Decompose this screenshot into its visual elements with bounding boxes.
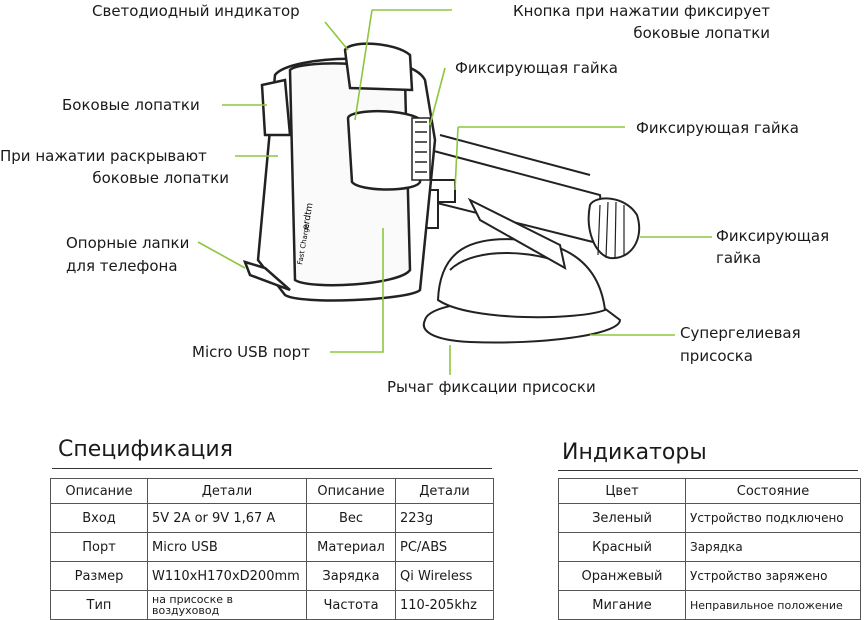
indicators-table: Цвет Состояние Зеленый Устройство подклю… — [558, 478, 861, 620]
spec-title-rule — [52, 468, 492, 469]
indicators-header-row: Цвет Состояние — [558, 478, 861, 504]
table-row: Зеленый Устройство подключено — [558, 503, 861, 533]
spec-header-desc-2: Описание — [306, 478, 396, 504]
spec-cell: на присоске в воздуховод — [147, 590, 307, 620]
label-feet-line2: для телефона — [66, 257, 178, 275]
spec-cell: Размер — [50, 561, 148, 591]
table-row: Красный Зарядка — [558, 532, 861, 562]
spec-cell: Qi Wireless — [395, 561, 494, 591]
spec-cell: Вес — [306, 503, 396, 533]
extension-arm — [423, 134, 607, 270]
car-holder-diagram: erdtm Fast Charge — [197, 9, 712, 375]
label-nut-ball-line2: гайка — [716, 249, 762, 267]
spec-cell: 5V 2A or 9V 1,67 A — [147, 503, 307, 533]
spec-cell: Зарядка — [306, 561, 396, 591]
indicators-header-color: Цвет — [558, 478, 686, 504]
label-suction-line2: присоска — [680, 347, 754, 365]
indicator-color: Оранжевый — [558, 561, 686, 591]
spec-cell: Тип — [50, 590, 148, 620]
phone-feet — [242, 260, 291, 292]
ball-nut — [587, 197, 641, 260]
table-row: Вход 5V 2A or 9V 1,67 A Вес 223g — [50, 503, 494, 533]
leader-lines — [197, 9, 712, 375]
top-nut — [411, 117, 431, 181]
spec-cell: Micro USB — [147, 532, 307, 562]
spec-cell: Материал — [306, 532, 396, 562]
indicator-state: Устройство подключено — [685, 503, 861, 533]
label-nut-ball-line1: Фиксирующая — [716, 227, 830, 245]
label-led-indicator: Светодиодный индикатор — [92, 2, 300, 20]
spec-cell: Порт — [50, 532, 148, 562]
label-press-line2: боковые лопатки — [92, 169, 229, 187]
spec-cell: 110-205khz — [395, 590, 494, 620]
spec-cell: 223g — [395, 503, 494, 533]
indicators-header-state: Состояние — [685, 478, 861, 504]
spec-cell: W110xH170xD200mm — [147, 561, 307, 591]
suction-base — [422, 238, 622, 344]
spec-cell: Вход — [50, 503, 148, 533]
spec-cell: Частота — [306, 590, 396, 620]
label-press-line1: При нажатии раскрывают — [0, 147, 207, 165]
table-row: Оранжевый Устройство заряжено — [558, 561, 861, 591]
label-suction-line1: Супергелиевая — [680, 324, 801, 342]
device-brand: erdtm — [301, 202, 316, 230]
label-button-line2: боковые лопатки — [633, 24, 770, 42]
label-nut-arm: Фиксирующая гайка — [636, 119, 799, 137]
indicator-state: Неправильное положение — [685, 590, 861, 620]
indicators-title: Индикаторы — [562, 440, 707, 465]
label-nut-top: Фиксирующая гайка — [455, 59, 618, 77]
spec-header-row: Описание Детали Описание Детали — [50, 478, 494, 504]
indicators-title-rule — [558, 470, 858, 471]
label-usb-port: Micro USB порт — [192, 343, 310, 361]
label-side-blades: Боковые лопатки — [62, 96, 200, 114]
spec-title: Спецификация — [58, 437, 233, 462]
spec-header-desc-1: Описание — [50, 478, 148, 504]
spec-cell: PC/ABS — [395, 532, 494, 562]
label-feet-line1: Опорные лапки — [66, 234, 190, 252]
spec-table: Описание Детали Описание Детали Вход 5V … — [50, 478, 494, 620]
label-suction-lever: Рычаг фиксации присоски — [387, 378, 596, 396]
table-row: Мигание Неправильное положение — [558, 590, 861, 620]
table-row: Тип на присоске в воздуховод Частота 110… — [50, 590, 494, 620]
label-button-line1: Кнопка при нажатии фиксирует — [512, 2, 770, 20]
indicator-state: Устройство заряжено — [685, 561, 861, 591]
indicator-color: Зеленый — [558, 503, 686, 533]
indicator-color: Красный — [558, 532, 686, 562]
table-row: Размер W110xH170xD200mm Зарядка Qi Wirel… — [50, 561, 494, 591]
indicator-color: Мигание — [558, 590, 686, 620]
side-blades — [260, 78, 427, 191]
table-row: Порт Micro USB Материал PC/ABS — [50, 532, 494, 562]
indicator-state: Зарядка — [685, 532, 861, 562]
spec-header-details-2: Детали — [395, 478, 494, 504]
spec-header-details-1: Детали — [147, 478, 307, 504]
